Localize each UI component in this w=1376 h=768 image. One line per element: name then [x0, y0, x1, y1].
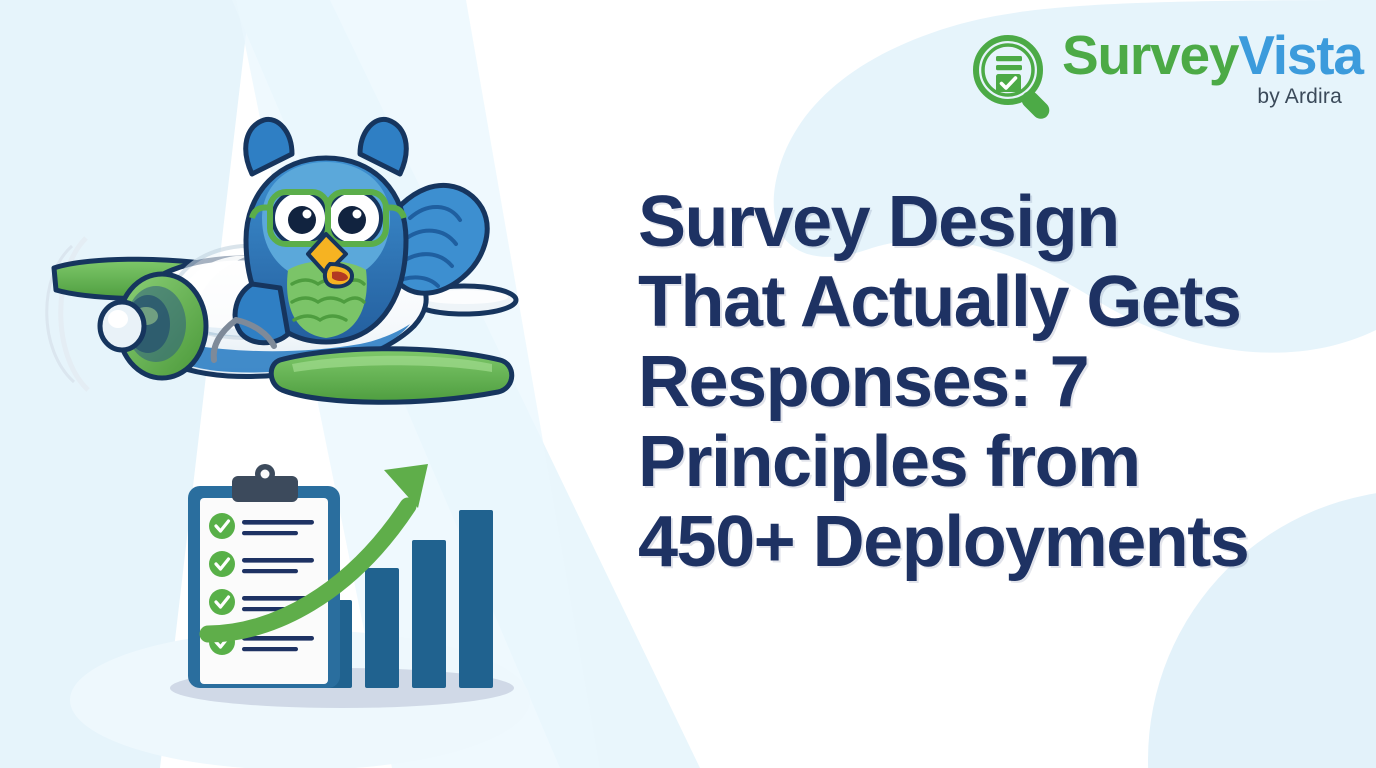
owl-wing-waving [382, 182, 490, 296]
growth-arrow [199, 464, 428, 643]
brand-logo[interactable]: SurveyVista by Ardira [972, 26, 1364, 126]
checklist-row [209, 551, 314, 577]
bar-3 [412, 540, 446, 688]
bar-2 [365, 568, 399, 688]
bar-chart [318, 510, 493, 688]
page-title: Survey Design That Actually Gets Respons… [638, 182, 1338, 582]
wing-near [268, 346, 515, 405]
clipboard-clip [232, 476, 298, 502]
checklist-row [209, 513, 314, 539]
clipboard [188, 464, 340, 688]
propeller-blur [45, 236, 90, 392]
owl-mascot [232, 116, 490, 346]
headline-line-1: Survey Design [638, 182, 1120, 262]
headline-line-2: That Actually Gets [638, 262, 1242, 342]
headline-line-3: Responses: 7 [638, 342, 1090, 422]
bg-blob-logo [773, 0, 1376, 353]
logo-byline: by Ardira [1257, 85, 1342, 108]
propeller-hub [97, 299, 147, 353]
logo-word-survey: Survey [1062, 24, 1239, 86]
owl-glasses [249, 189, 407, 247]
clipboard-checklist-growth-illustration [160, 448, 520, 716]
bar-4 [459, 510, 493, 688]
owl-pilot-airplane-illustration [30, 88, 550, 448]
bg-band-left [0, 0, 250, 768]
headline-line-5: 450+ Deployments [638, 502, 1250, 582]
bg-circle-bottom-right [1148, 493, 1376, 768]
magnifier-survey-icon [972, 34, 1060, 122]
logo-wordmark: SurveyVista by Ardira [1062, 28, 1364, 109]
control-yoke [210, 317, 277, 363]
logo-word-vista: Vista [1238, 24, 1364, 86]
headline-line-4: Principles from [638, 422, 1141, 502]
logo-word-row: SurveyVista [1062, 28, 1364, 83]
